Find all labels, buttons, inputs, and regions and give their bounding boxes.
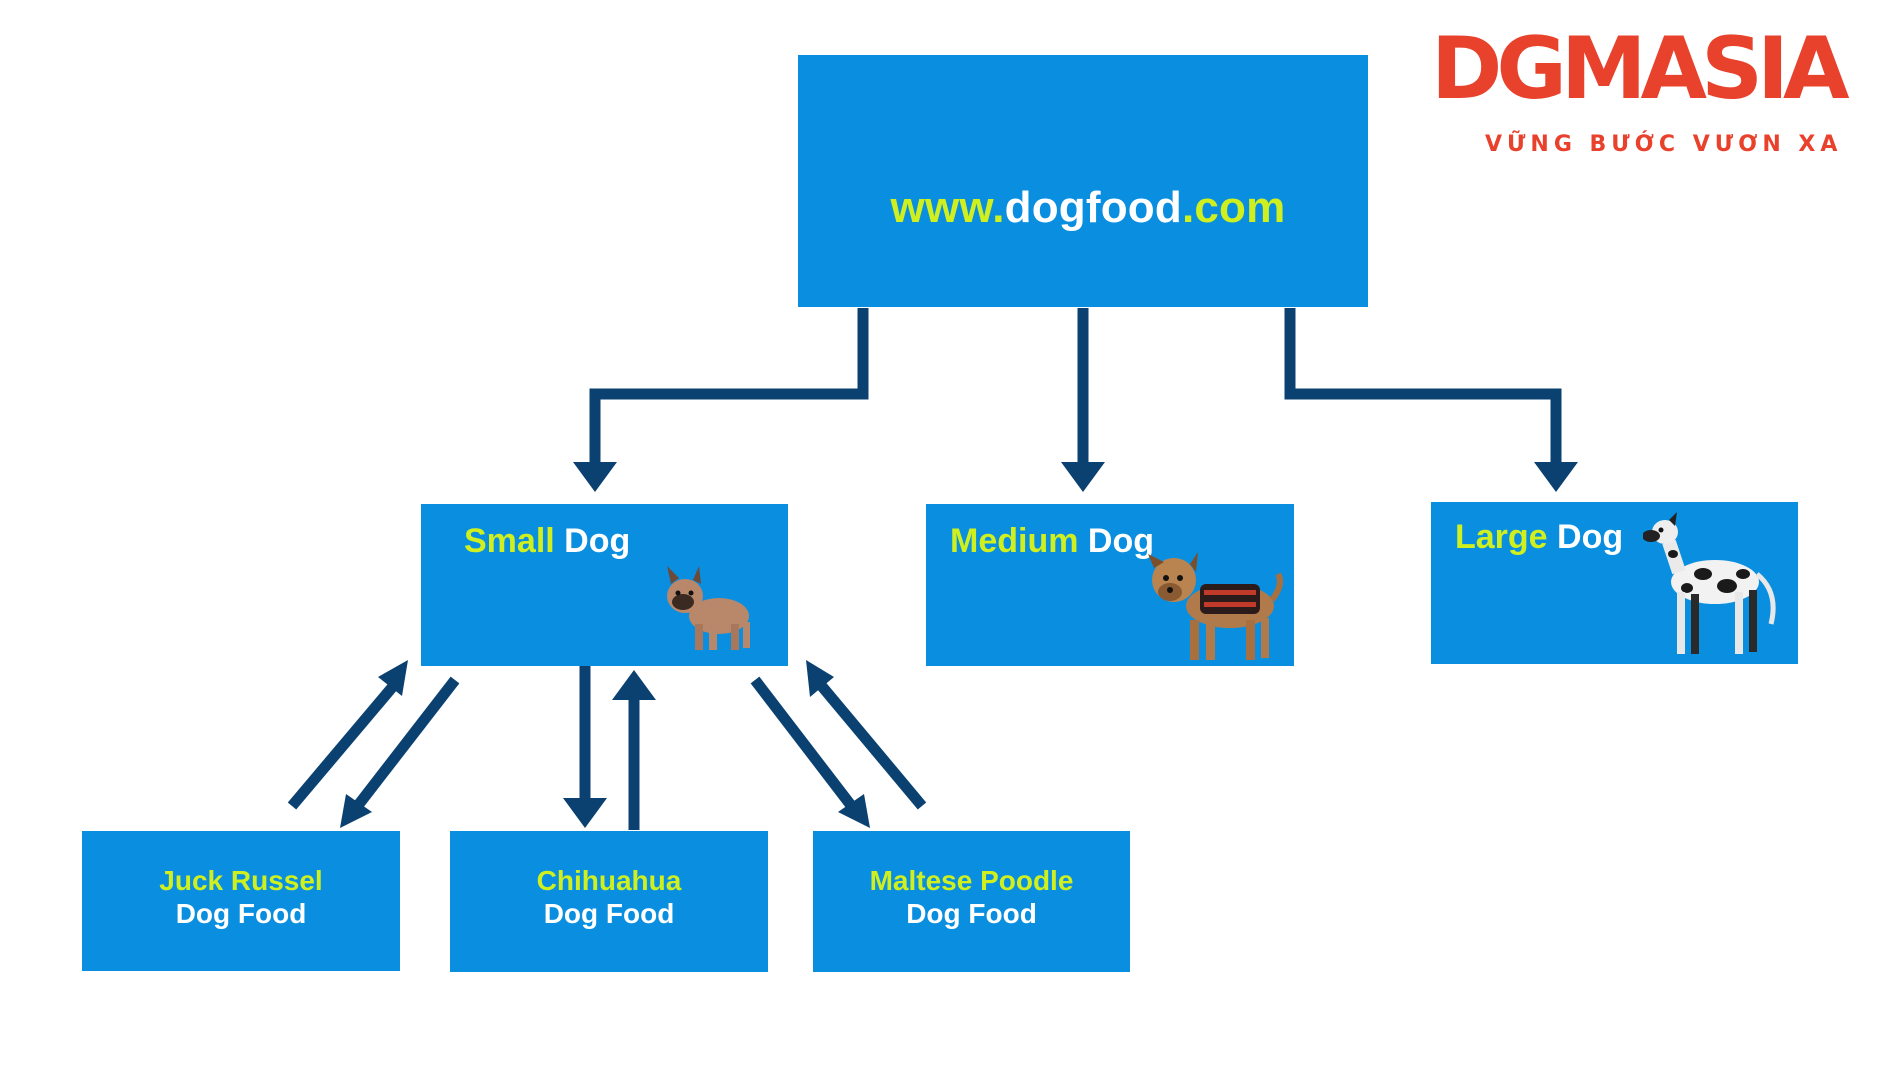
category-small-rest: Dog	[554, 522, 631, 560]
url-domain: dogfood	[1004, 183, 1182, 232]
arrowhead-small	[573, 462, 617, 492]
arrow-juck-to-small	[287, 680, 400, 810]
arrow-small-to-juck	[351, 676, 460, 812]
large-dog-illustration	[1643, 512, 1776, 654]
subpage-juck-title: Juck Russel	[159, 865, 323, 896]
subpage-maltese-title: Maltese Poodle	[869, 865, 1074, 896]
arrow-root-to-small	[589, 308, 869, 462]
url-suffix: .com	[1181, 183, 1286, 232]
category-medium-dog: Medium Dog	[926, 504, 1294, 666]
small-dog-illustration	[667, 566, 750, 650]
arrowhead-chi-to-small	[612, 670, 656, 700]
arrowhead-juck-to-small	[378, 660, 408, 696]
root-site-box: www.dogfood.com	[798, 55, 1368, 307]
subpage-juck-russel: Juck Russel Dog Food	[82, 831, 400, 971]
root-url: www.dogfood.com	[798, 183, 1368, 233]
category-small-highlight: Small	[464, 522, 555, 560]
arrowhead-maltese-to-small	[806, 660, 834, 697]
logo-wordmark: DGMASIA	[1431, 19, 1850, 119]
category-medium-highlight: Medium	[950, 522, 1079, 560]
medium-dog-illustration	[1148, 552, 1283, 660]
category-medium-title: Medium Dog	[950, 522, 1154, 561]
category-small-dog: Small Dog	[421, 504, 788, 666]
subpage-chihuahua: Chihuahua Dog Food	[450, 831, 768, 972]
arrow-small-to-maltese	[750, 676, 858, 812]
arrow-maltese-to-small	[815, 680, 927, 810]
brand-logo: DGMASIA VỮNG BƯỚC VƯƠN XA	[1425, 8, 1875, 168]
category-large-title: Large Dog	[1455, 518, 1623, 557]
arrowhead-small-to-maltese	[838, 794, 870, 828]
subpage-juck-subtitle: Dog Food	[175, 898, 307, 929]
subpage-chi-subtitle: Dog Food	[543, 898, 675, 929]
arrowhead-small-to-chi	[563, 798, 607, 828]
arrow-root-to-large	[1284, 308, 1562, 462]
subpage-maltese-poodle: Maltese Poodle Dog Food	[813, 831, 1130, 972]
subpage-maltese-subtitle: Dog Food	[906, 898, 1037, 929]
category-medium-rest: Dog	[1078, 522, 1154, 560]
category-large-dog: Large Dog	[1431, 502, 1798, 664]
subpage-chi-title: Chihuahua	[536, 865, 682, 896]
logo-tagline: VỮNG BƯỚC VƯƠN XA	[1485, 132, 1843, 157]
category-large-rest: Dog	[1547, 518, 1624, 556]
category-small-title: Small Dog	[464, 522, 630, 561]
url-prefix: www.	[890, 183, 1005, 232]
arrowhead-large	[1534, 462, 1578, 492]
category-large-highlight: Large	[1455, 518, 1548, 556]
arrowhead-small-to-juck	[340, 794, 372, 828]
arrowhead-medium	[1061, 462, 1105, 492]
